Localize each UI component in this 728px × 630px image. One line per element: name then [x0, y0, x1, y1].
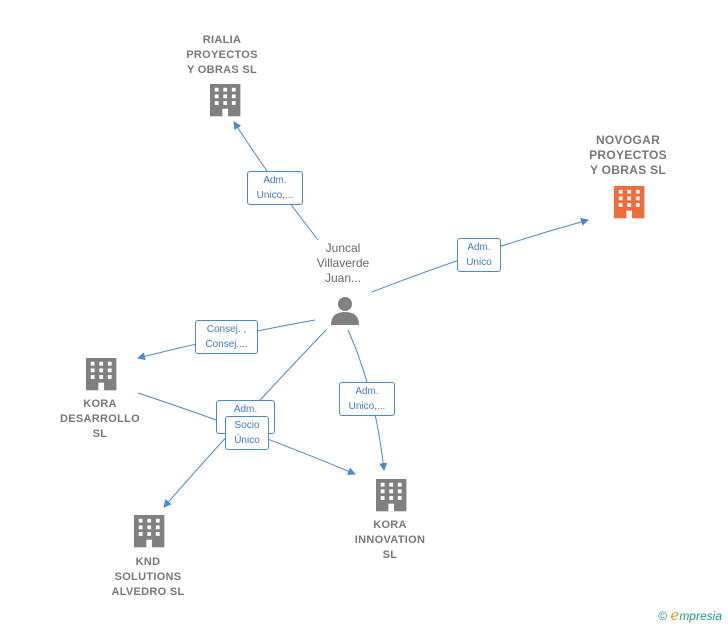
novogar-label[interactable]: NOVOGAR PROYECTOS Y OBRAS SL [589, 133, 667, 177]
knd-label[interactable]: KND SOLUTIONS ALVEDRO SL [111, 556, 185, 598]
edge-label-to-rialia: Adm. Unico,... [247, 171, 303, 205]
kora-innovation-building-icon[interactable] [376, 479, 407, 512]
knd-building-icon[interactable] [134, 515, 165, 548]
kora-desarrollo-building-icon[interactable] [86, 358, 117, 391]
person-icon[interactable] [331, 297, 359, 325]
empresia-logo[interactable]: © empresia [658, 606, 722, 624]
brand-e: e [670, 606, 680, 624]
rialia-building-icon[interactable] [210, 84, 241, 117]
person-label[interactable]: Juncal Villaverde Juan... [316, 241, 370, 285]
kora-desarrollo-label[interactable]: KORA DESARROLLO SL [60, 398, 140, 440]
edge-label-to-novogar: Adm. Unico [457, 238, 501, 272]
edge-label-to-kora-innovation: Adm. Unico,... [339, 382, 395, 416]
brand-rest: mpresia [679, 609, 722, 623]
rialia-label[interactable]: RIALIA PROYECTOS Y OBRAS SL [186, 34, 258, 76]
kora-innovation-label[interactable]: KORA INNOVATION SL [354, 519, 426, 561]
novogar-building-icon[interactable] [614, 186, 645, 219]
edge-label-socio-unico: Socio Único [225, 416, 269, 450]
edge-label-to-kora-desarrollo: Consej. , Consej.... [195, 320, 258, 354]
copyright-symbol: © [658, 609, 668, 623]
